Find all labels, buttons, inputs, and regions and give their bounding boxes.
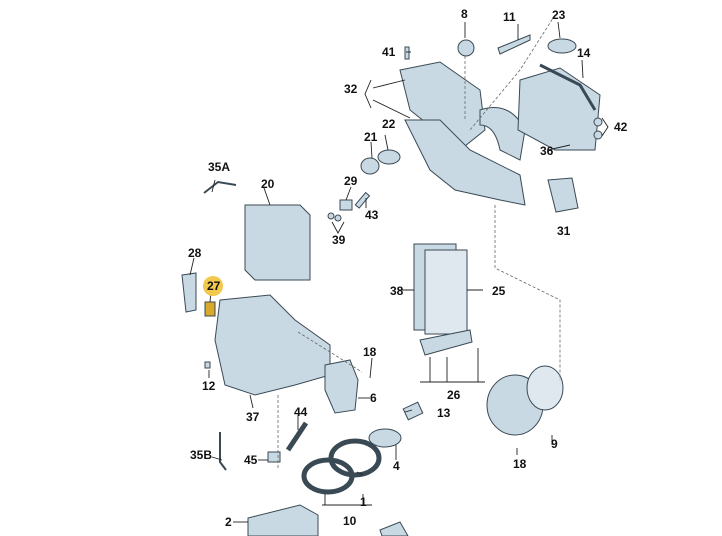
part-seal-4 <box>368 428 402 448</box>
callout-45[interactable]: 45 <box>244 453 258 467</box>
callout-14[interactable]: 14 <box>577 46 591 60</box>
callout-38[interactable]: 38 <box>390 284 404 298</box>
part-grommet <box>377 149 401 165</box>
part-partial-bottom <box>379 521 409 536</box>
assembly-line <box>297 331 363 373</box>
part-seal-10 <box>301 457 355 495</box>
callout-8[interactable]: 8 <box>461 7 468 21</box>
part-air-channel <box>479 107 526 161</box>
callout-26[interactable]: 26 <box>447 388 461 402</box>
callout-41[interactable]: 41 <box>382 45 396 59</box>
part-cap-21 <box>360 157 380 175</box>
part-air-box <box>517 67 601 151</box>
part-lower-air-duct <box>404 119 526 206</box>
part-cover-28 <box>181 272 197 313</box>
part-holder-26 <box>419 329 473 356</box>
callout-29[interactable]: 29 <box>344 174 358 188</box>
callout-11[interactable]: 11 <box>503 10 516 24</box>
callout-43[interactable]: 43 <box>365 208 379 222</box>
part-wire-35b <box>219 432 227 471</box>
callout-21[interactable]: 21 <box>364 130 378 144</box>
callout-28[interactable]: 28 <box>188 246 202 260</box>
callout-1[interactable]: 1 <box>360 495 367 509</box>
callout-36[interactable]: 36 <box>540 144 554 158</box>
callout-6[interactable]: 6 <box>370 391 377 405</box>
part-actuator-6 <box>324 359 359 414</box>
callout-44[interactable]: 44 <box>294 405 308 419</box>
callout-10[interactable]: 10 <box>343 514 357 528</box>
callout-18-top[interactable]: 18 <box>363 345 377 359</box>
part-screw-41 <box>404 46 410 60</box>
part-block-29 <box>339 199 353 211</box>
part-evaporator <box>244 204 311 281</box>
callout-27[interactable]: 27 <box>207 279 221 293</box>
part-heater-housing <box>214 294 331 396</box>
callout-32[interactable]: 32 <box>344 82 358 96</box>
highlight-marker <box>203 276 223 296</box>
part-clip-42b <box>593 130 603 140</box>
callout-12[interactable]: 12 <box>202 379 216 393</box>
part-oring-39b <box>334 214 342 222</box>
part-filter-25 <box>424 249 468 335</box>
callout-22[interactable]: 22 <box>382 117 396 131</box>
assembly-line <box>494 205 561 380</box>
callout-37[interactable]: 37 <box>246 410 260 424</box>
part-seal-1 <box>328 438 382 478</box>
part-wire-35a <box>203 180 237 194</box>
callout-9[interactable]: 9 <box>551 437 558 451</box>
callout-31[interactable]: 31 <box>557 224 571 238</box>
callout-39[interactable]: 39 <box>332 233 346 247</box>
part-actuator-31 <box>547 177 579 213</box>
callout-4[interactable]: 4 <box>393 459 400 473</box>
part-oring-39a <box>327 212 335 220</box>
part-blower-fan <box>526 365 564 411</box>
part-heater-core <box>247 504 319 536</box>
callout-42[interactable]: 42 <box>614 120 628 134</box>
callout-2[interactable]: 2 <box>225 515 232 529</box>
part-link-44 <box>285 421 309 452</box>
part-seal-strip <box>539 63 597 111</box>
callout-35b[interactable]: 35B <box>190 448 213 462</box>
part-upper-housing <box>399 61 486 151</box>
part-bolt-43 <box>354 191 371 209</box>
callout-13[interactable]: 13 <box>437 406 451 420</box>
part-sensor-27 <box>204 301 216 317</box>
assembly-line <box>469 14 556 131</box>
callout-23[interactable]: 23 <box>552 8 566 22</box>
callout-25[interactable]: 25 <box>492 284 506 298</box>
part-connector-13 <box>402 401 424 421</box>
callout-20[interactable]: 20 <box>261 177 275 191</box>
part-clip-42a <box>593 117 603 127</box>
part-clip-12 <box>204 361 211 369</box>
part-lever-45 <box>267 451 281 463</box>
callout-18-bottom[interactable]: 18 <box>513 457 527 471</box>
part-bracket <box>497 34 531 55</box>
part-flange <box>547 38 577 54</box>
part-cap <box>457 39 475 57</box>
callout-35a[interactable]: 35A <box>208 160 231 174</box>
